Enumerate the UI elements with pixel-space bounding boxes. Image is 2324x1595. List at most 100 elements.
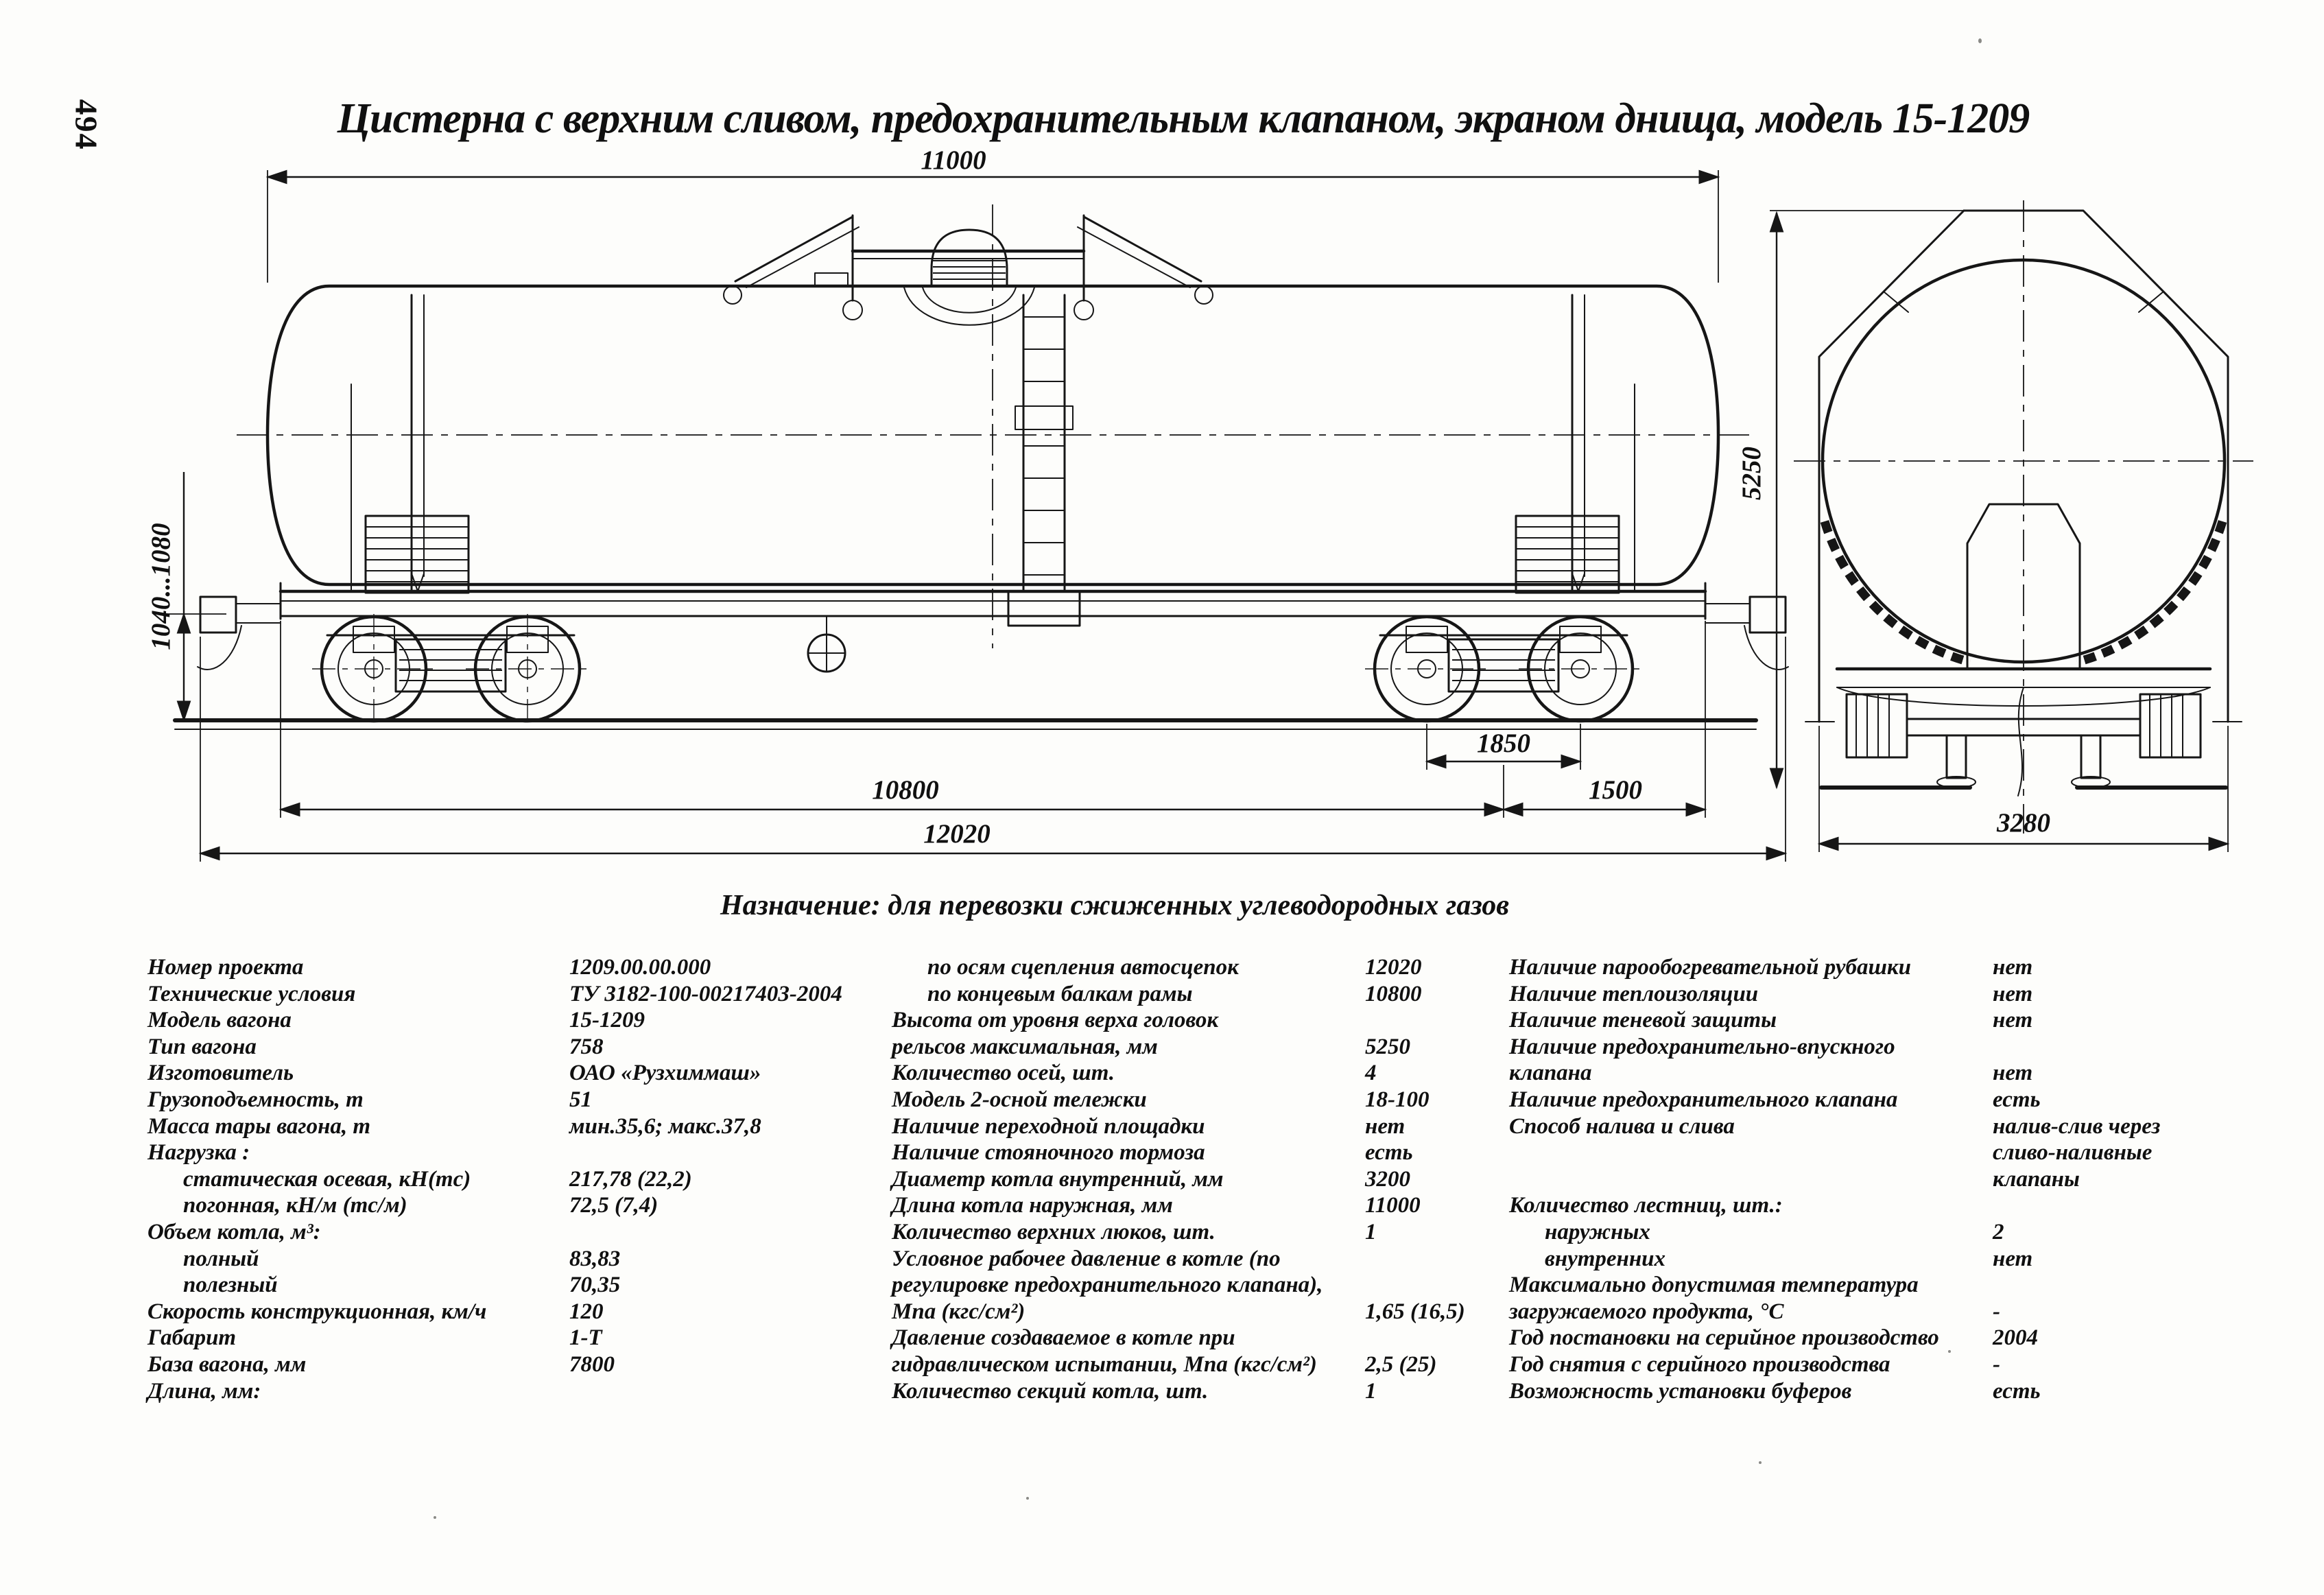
scan-speckle	[1948, 1350, 1951, 1353]
spec-row: загружаемого продукта, °С-	[1509, 1299, 2319, 1326]
spec-value: ТУ 3182-100-00217403-2004	[569, 981, 842, 1006]
coupler-right	[1705, 595, 1789, 670]
spec-value: 217,78 (22,2)	[569, 1166, 692, 1192]
dimension-end-height: 5250	[1737, 210, 1966, 790]
center-ladder	[1007, 294, 1081, 627]
spec-value: есть	[1993, 1378, 2041, 1404]
spec-label: Масса тары вагона, т	[147, 1113, 371, 1139]
spec-row: Наличие предохранительно-впускного	[1509, 1035, 2319, 1061]
spec-row: Мпа (кгс/см²)1,65 (16,5)	[892, 1299, 1509, 1326]
spec-value: 2004	[1993, 1325, 2038, 1351]
spec-label: Наличие предохранительно-впускного	[1509, 1034, 1895, 1059]
spec-row: Количество лестниц, шт.:	[1509, 1193, 2319, 1220]
spec-row: Наличие стояночного тормоза есть	[892, 1140, 1509, 1167]
spec-label: Наличие теплоизоляции	[1509, 981, 1759, 1006]
spec-label: Номер проекта	[147, 955, 304, 980]
spec-value: мин.35,6; макс.37,8	[569, 1113, 761, 1139]
spec-value: нет	[1993, 1008, 2033, 1033]
spec-label: Наличие предохранительного клапана	[1509, 1087, 1898, 1112]
dimension-tank-length: 11000	[265, 145, 1720, 283]
spec-label: Количество лестниц, шт.:	[1509, 1193, 1783, 1218]
wheel	[1365, 615, 1489, 723]
spec-label: Нагрузка :	[147, 1140, 250, 1166]
spec-row: гидравлическом испытании, Мпа (кгс/см²)2…	[892, 1352, 1509, 1379]
spec-label: Модель вагона	[147, 1008, 292, 1033]
spec-value: есть	[1365, 1140, 1413, 1166]
spec-row: Масса тары вагона, т мин.35,6; макс.37,8	[147, 1114, 888, 1141]
spec-label: загружаемого продукта, °С	[1509, 1299, 1784, 1324]
spec-row: Условное рабочее давление в котле (по	[892, 1247, 1509, 1273]
spec-row: Нагрузка :	[147, 1140, 888, 1167]
spec-value: 758	[569, 1034, 604, 1059]
tank-end-circle	[1821, 258, 2227, 664]
spec-label: Количество верхних люков, шт.	[892, 1219, 1216, 1244]
spec-row: Максимально допустимая температура	[1509, 1273, 2319, 1299]
spec-label: Количество осей, шт.	[892, 1061, 1115, 1086]
spec-value: 1-Т	[569, 1325, 602, 1351]
spec-label: Мпа (кгс/см²)	[892, 1299, 1025, 1324]
spec-value: нет	[1993, 955, 2033, 980]
coupler-left	[197, 595, 281, 670]
dome-hatch	[903, 228, 1035, 326]
spec-label: статическая осевая, кН(тс)	[183, 1166, 471, 1192]
wheel	[312, 614, 436, 729]
spec-row: Высота от уровня верха головок	[892, 1008, 1509, 1035]
dimension-coupling-length: 12020	[198, 637, 1788, 862]
scan-speckle	[1759, 1461, 1762, 1464]
dimension-frame-length: 10800 1500	[278, 621, 1707, 818]
spec-value: 15-1209	[569, 1008, 645, 1033]
spec-row: полный 83,83	[147, 1247, 888, 1273]
end-ladder-right	[1515, 294, 1620, 594]
spec-value: налив-слив через	[1993, 1113, 2161, 1139]
spec-label: Скорость конструкционная, км/ч	[147, 1299, 487, 1324]
spec-label: внутренних	[1545, 1246, 1666, 1271]
spec-label: Модель 2-осной тележки	[892, 1087, 1147, 1112]
spec-label: полный	[183, 1246, 259, 1271]
spec-value: -	[1993, 1351, 2000, 1377]
spec-label: Длина, мм:	[147, 1378, 261, 1404]
wheel	[466, 614, 589, 729]
spec-label: Возможность установки буферов	[1509, 1378, 1852, 1404]
spec-label: Условное рабочее давление в котле (по	[892, 1246, 1281, 1271]
technical-drawing: 11000 1040...1080 1850	[146, 145, 2253, 862]
spec-row: сливо-наливные	[1509, 1140, 2319, 1167]
spec-value: 70,35	[569, 1273, 621, 1298]
dim-label-coupler-height: 1040...1080	[146, 523, 176, 650]
spec-row: Номер проекта 1209.00.00.000	[147, 955, 888, 982]
tank-strap-left	[1820, 520, 1971, 667]
spec-label: Грузоподъемность, т	[147, 1087, 364, 1112]
scan-speckle	[1978, 38, 1982, 43]
spec-value: клапаны	[1993, 1166, 2080, 1192]
dim-label-5250: 5250	[1737, 447, 1766, 500]
spec-value: 11000	[1365, 1193, 1421, 1218]
bogie-right	[1365, 615, 1642, 723]
spec-value: 83,83	[569, 1246, 621, 1271]
spec-row: Объем котла, м³:	[147, 1220, 888, 1247]
dim-label-1850: 1850	[1477, 729, 1530, 758]
spec-value: 4	[1365, 1061, 1377, 1086]
spec-value: 1209.00.00.000	[569, 955, 711, 980]
dim-label-3280: 3280	[1996, 808, 2050, 838]
spec-row: Год снятия с серийного производства-	[1509, 1352, 2319, 1379]
spec-value: нет	[1993, 1061, 2033, 1086]
spec-value: 2	[1993, 1219, 2004, 1244]
spec-row: клапаны	[1509, 1167, 2319, 1194]
spec-label: Наличие стояночного тормоза	[892, 1140, 1205, 1166]
spec-label: Габарит	[147, 1325, 237, 1351]
spec-value: есть	[1993, 1087, 2041, 1112]
spec-label: База вагона, мм	[147, 1351, 307, 1377]
